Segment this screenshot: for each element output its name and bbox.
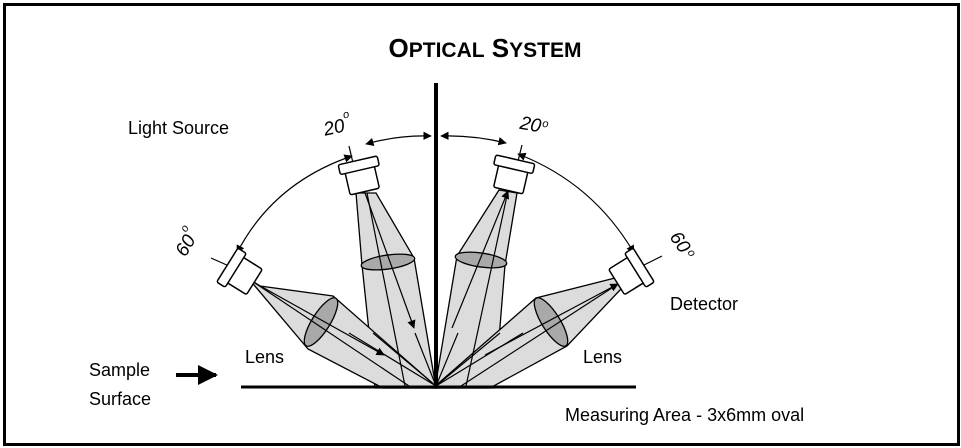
arc-right-20 [440,131,507,146]
angle-arcs [236,131,635,254]
detector-housing-60 [608,248,655,295]
optical-system-diagram: OPTICAL SYSTEM [89,33,804,425]
diagram-frame: OPTICAL SYSTEM [3,3,960,446]
ray-lines [254,190,619,387]
svg-text:o: o [541,118,549,131]
svg-text:o: o [178,223,191,234]
light-source-housing-20 [337,155,380,196]
svg-text:o: o [342,108,350,121]
lens-left-60 [303,297,339,347]
angle-label-right-60: 60 o [665,228,698,259]
angle-label-left-60: 60 o [172,223,201,260]
lens-right-60 [533,297,569,347]
light-source-housing-60 [216,248,263,295]
sample-surface-label-line1: Sample [89,360,150,380]
svg-text:20: 20 [321,116,347,141]
angle-label-left-20: 20 o [321,108,351,141]
reference-ticks [210,144,663,267]
lens-left-label: Lens [245,347,284,367]
sample-surface-label-line2: Surface [89,389,151,409]
diagram-title: OPTICAL SYSTEM [389,33,582,63]
svg-text:20: 20 [517,113,543,138]
arc-right-60 [517,152,635,254]
lens-right-label: Lens [583,347,622,367]
svg-text:o: o [685,247,698,259]
svg-text:60: 60 [172,231,201,260]
arc-left-20 [365,131,432,146]
detector-housing-20 [493,154,536,195]
angle-label-right-20: 20 o [517,113,549,138]
measuring-area-label: Measuring Area - 3x6mm oval [565,405,804,425]
housings [216,154,655,295]
arc-left-60 [236,154,353,254]
detector-label: Detector [670,294,738,314]
light-source-label: Light Source [128,118,229,138]
